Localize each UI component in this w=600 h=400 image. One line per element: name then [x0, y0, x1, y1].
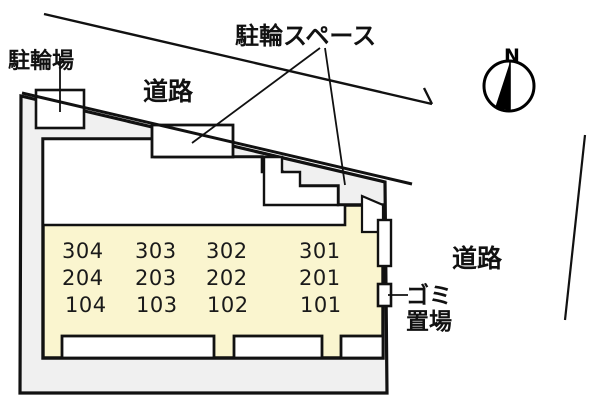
compass-rose-icon: N: [482, 45, 536, 113]
room-label-104: 104: [65, 293, 107, 317]
room-label-303: 303: [135, 239, 177, 263]
room-label-302: 302: [206, 239, 248, 263]
room-label-201: 201: [299, 266, 341, 290]
label-garbage-area-line2: 置場: [406, 309, 452, 335]
compass-needle-dark: [495, 62, 510, 110]
room-label-103: 103: [136, 293, 178, 317]
room-number-grid: 304 303 302 301 204 203 202 201 104 103 …: [62, 239, 342, 317]
road-right-edge: [563, 134, 587, 321]
leader-line-bicycle-space-left: [191, 47, 321, 144]
room-label-203: 203: [135, 266, 177, 290]
bottom-unit-box-1: [60, 334, 216, 360]
room-label-102: 102: [207, 293, 249, 317]
label-road-top: 道路: [143, 77, 194, 106]
bottom-unit-box-3: [339, 334, 385, 360]
label-road-right: 道路: [452, 244, 503, 273]
road-top-outer-edge: [43, 12, 433, 106]
label-bicycle-parking-lot: 駐輪場: [8, 48, 74, 74]
building-right-stair-box: [376, 218, 393, 268]
room-label-304: 304: [62, 239, 104, 263]
compass-north-label: N: [504, 45, 520, 67]
room-label-204: 204: [62, 266, 104, 290]
bicycle-space-box-right: [262, 155, 340, 207]
road-top-edge-hook: [422, 87, 434, 105]
road-inner-edge: [21, 91, 413, 186]
road-top-lines: [43, 12, 434, 106]
room-label-101: 101: [300, 293, 342, 317]
bicycle-space-box-left: [150, 123, 235, 159]
bottom-unit-box-2: [232, 334, 324, 360]
label-garbage-area-line1: ゴミ: [406, 282, 452, 309]
room-label-301: 301: [299, 239, 341, 263]
compass-needle-light: [510, 62, 524, 110]
leader-line-bicycle-space-right: [324, 47, 346, 186]
room-label-202: 202: [206, 266, 248, 290]
label-bicycle-space: 駐輪スペース: [235, 22, 376, 50]
